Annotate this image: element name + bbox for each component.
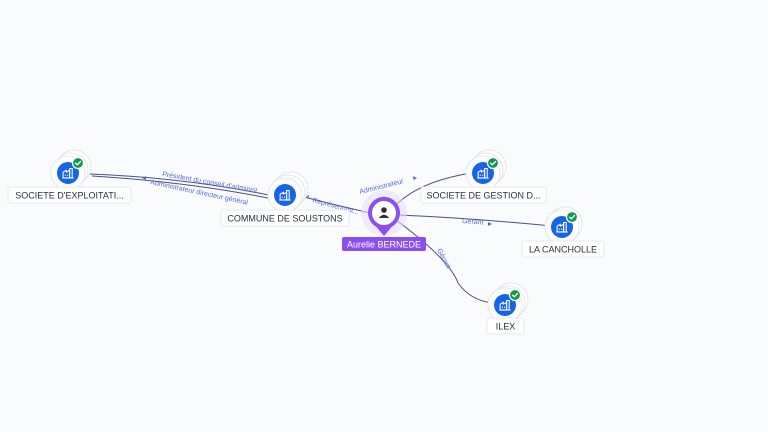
person-label: Aurelie BERNEDE [347,240,421,250]
company-label-ilex: ILEX [496,322,516,332]
verified-badge [71,156,85,170]
edge-label-gerant-canchollle: Gérant [462,218,484,226]
person-icon [378,207,390,218]
verified-badge [486,156,500,170]
company-label-societe-de-gestion: SOCIETE DE GESTION D... [426,191,540,201]
company-node-la-canchollle[interactable]: LA CANCHOLLE [521,206,605,258]
verified-badge [508,288,522,302]
company-label-societe-exploitation: SOCIETE D'EXPLOITATI... [15,191,123,201]
edge-label-gerant-ilex: Gérant [435,248,451,270]
company-label-commune-de-soustons: COMMUNE DE SOUSTONS [227,214,342,224]
person-node-center[interactable]: Aurelie BERNEDE [342,190,426,251]
verified-badge [565,210,579,224]
company-avatar [274,184,296,206]
company-label-la-canchollle: LA CANCHOLLE [529,245,597,255]
company-node-ilex[interactable]: ILEX [486,282,529,335]
company-node-commune-de-soustons[interactable]: COMMUNE DE SOUSTONS [220,171,350,227]
edge-gerant-ilex[interactable]: Gérant [395,219,493,304]
company-node-societe-exploitation[interactable]: SOCIETE D'EXPLOITATI... [7,149,132,204]
edge-gerant-canchollle[interactable]: Gérant [397,214,553,227]
company-node-societe-de-gestion[interactable]: SOCIETE DE GESTION D... [420,149,547,204]
